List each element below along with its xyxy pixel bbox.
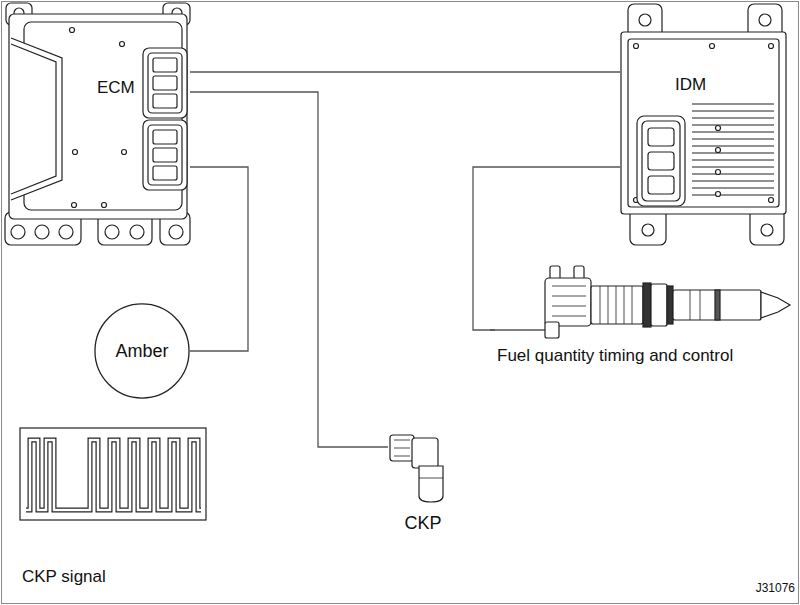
ecm-module-drawing [143,48,187,118]
figure-label: CKP signal [22,567,106,587]
idm-module-drawing [639,14,651,26]
ecm-module: ECM [5,5,190,245]
ecm-module-drawing [148,53,182,113]
ckp-sensor-drawing [390,435,443,502]
ecm-module-drawing [35,225,49,239]
injector-drawing [545,322,559,338]
ecm-module-drawing [153,130,177,144]
ecm-module-drawing [122,150,127,155]
ckp-signal-waveform [26,440,201,510]
idm-module-drawing [621,32,786,214]
circle-outline [95,304,189,398]
ecm-module-drawing [11,38,62,200]
injector-drawing [600,286,632,324]
idm-module-drawing [634,44,639,49]
injector-drawing [673,290,761,320]
ecm-module-drawing [105,225,119,239]
idm-module-drawing [648,128,674,146]
idm-module-drawing [648,152,674,170]
ckp-sensor: CKP [388,428,458,536]
ckp-signal-waveform [26,440,201,510]
wire-connector [473,167,620,330]
ecm-module-drawing [73,150,78,155]
idm-module-drawing [716,126,721,131]
idm-module-drawing [710,44,715,49]
ecm-module-drawing [120,42,125,47]
idm-module-drawing [759,14,771,26]
ckp-sensor-drawing [390,435,414,461]
ecm-module-drawing [153,148,177,162]
idm-module-drawing [761,224,773,236]
injector-drawing [761,292,790,318]
idm-module-drawing [628,39,779,207]
node-label: ECM [97,78,135,98]
node-label: Amber [115,341,168,362]
ckp-sensor-drawing [394,440,410,456]
injector-drawing [552,286,586,316]
ecm-module-drawing [5,3,190,245]
ckp-sensor-drawing [412,438,438,468]
injector-drawing [643,283,651,327]
ckp-sensor-drawing [419,466,443,502]
injector-drawing [490,266,790,338]
ckp-sensor-drawing [419,478,443,479]
idm-module-drawing [716,148,721,153]
ecm-module-drawing [143,120,187,190]
warning-lamp-circle: Amber [94,303,190,399]
ecm-module-drawing [153,58,177,72]
idm-module-drawing [716,170,721,175]
idm-module-drawing [769,198,774,203]
ecm-module-drawing [9,14,187,219]
injector-drawing [591,286,643,324]
ecm-module-drawing [72,203,77,208]
ecm-module-drawing [130,225,144,239]
ecm-module-drawing [11,44,56,194]
ecm-module-drawing [70,28,75,33]
ecm-module-drawing [153,94,177,108]
node-label: CKP [404,513,441,534]
ecm-module-drawing [153,166,177,180]
idm-module-drawing [692,104,774,195]
injector-drawing [651,284,667,326]
idm-module-drawing [642,224,654,236]
ecm-module-drawing [169,225,183,239]
injector-drawing [715,290,720,320]
ecm-module-drawing [102,203,107,208]
wire-connector [190,167,248,351]
injector: Fuel quantity timing and control [495,262,790,368]
idm-module-drawing [621,4,786,245]
idm-module-drawing [648,176,674,194]
ckp-signal-waveform [20,428,206,520]
ecm-module-drawing [59,225,73,239]
idm-module-drawing [642,121,680,201]
injector-drawing [690,290,700,320]
injector-drawing [490,329,548,330]
idm-module: IDM [620,5,785,245]
idm-module-drawing [716,192,721,197]
injector-drawing [667,286,673,324]
wire-connector [190,71,620,72]
wire-connector [190,92,388,447]
idm-module-drawing [637,116,685,206]
ecm-module-drawing [148,125,182,185]
ckp-signal-waveform [20,428,206,520]
node-label: IDM [675,75,706,95]
injector-drawing [545,278,591,326]
ecm-module-drawing [153,76,177,90]
node-label: Fuel quantity timing and control [497,346,733,366]
figure-number: J31076 [756,582,795,596]
idm-module-drawing [769,44,774,49]
ecm-module-drawing [11,225,25,239]
